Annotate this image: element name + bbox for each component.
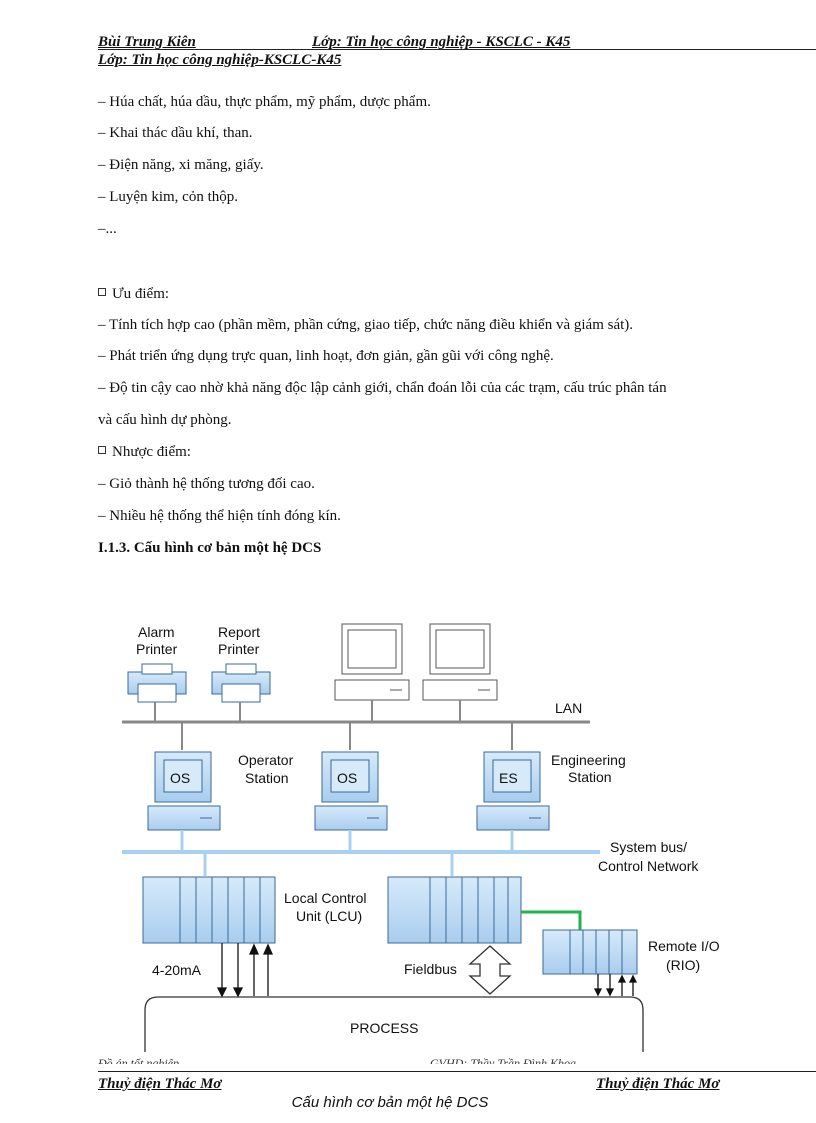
operator-station-1-icon bbox=[147, 751, 221, 831]
footer-left: Thuỷ điện Thác Mơ bbox=[98, 1076, 222, 1092]
lcu-label-1: Local Control bbox=[284, 890, 367, 906]
text-line-2: – Khai thác dầu khí, than. bbox=[98, 125, 253, 141]
footer-right: Thuỷ điện Thác Mơ bbox=[596, 1076, 720, 1092]
lcu-label-2: Unit (LCU) bbox=[296, 908, 362, 924]
square-bullet-icon bbox=[98, 288, 106, 296]
operator-label-1: Operator bbox=[238, 752, 294, 768]
operator-label-2: Station bbox=[245, 770, 289, 786]
dcs-diagram: LAN Alarm Printer Report Printer bbox=[122, 623, 720, 1052]
text-line-8: – Phát triển ứng dụng trực quan, linh ho… bbox=[98, 348, 554, 364]
alarm-label-2: Printer bbox=[136, 641, 178, 657]
process-label: PROCESS bbox=[350, 1020, 418, 1036]
engineering-label-1: Engineering bbox=[551, 752, 626, 768]
text-line-12: – Giỏ thành hệ thống tương đối cao. bbox=[98, 476, 315, 492]
io-arrows-lcu bbox=[216, 943, 274, 998]
header-rule bbox=[98, 49, 816, 50]
operator-station-2-icon bbox=[314, 751, 388, 831]
text-line-3: – Điện năng, xi măng, giấy. bbox=[98, 157, 264, 173]
io-arrows-rio bbox=[593, 974, 638, 997]
remote-label-2: (RIO) bbox=[666, 957, 700, 973]
remote-io-icon bbox=[542, 929, 638, 975]
report-label-1: Report bbox=[218, 624, 260, 640]
section-heading: I.1.3. Cấu hình cơ bản một hệ DCS bbox=[98, 540, 322, 556]
text-line-10: và cấu hình dự phòng. bbox=[98, 412, 232, 428]
controller-rack-icon bbox=[387, 876, 522, 944]
ma-label: 4-20mA bbox=[152, 962, 202, 978]
report-label-2: Printer bbox=[218, 641, 260, 657]
footer-rule bbox=[98, 1071, 816, 1072]
text-line-5: –... bbox=[98, 221, 117, 237]
fieldbus-label: Fieldbus bbox=[404, 961, 457, 977]
footer-partial-left: Đồ án tốt nghiệp bbox=[98, 1056, 179, 1064]
header-class-line2: Lớp: Tin học công nghiệp-KSCLC-K45 bbox=[98, 52, 342, 68]
engineering-station-icon bbox=[476, 751, 550, 831]
figure-caption: Cấu hình cơ bản một hệ DCS bbox=[291, 1094, 489, 1111]
report-printer-icon bbox=[211, 663, 271, 703]
text-line-13: – Nhiều hệ thống thể hiện tính đóng kín. bbox=[98, 508, 341, 524]
disadvantages-label: Nhược điểm: bbox=[112, 444, 191, 460]
text-line-9: – Độ tin cậy cao nhờ khả năng độc lập cả… bbox=[98, 380, 667, 396]
advantages-label: Ưu điểm: bbox=[112, 286, 170, 302]
header-author: Bùi Trung Kiên bbox=[98, 34, 196, 50]
text-line-1: – Húa chất, húa dầu, thực phẩm, mỹ phẩm,… bbox=[98, 94, 431, 110]
square-bullet-icon bbox=[98, 446, 106, 454]
lan-label: LAN bbox=[555, 700, 582, 716]
disadvantages-heading: Nhược điểm: bbox=[98, 444, 191, 461]
process-box bbox=[144, 996, 644, 1052]
computer-icon bbox=[334, 623, 410, 701]
footer-partial-right: GVHD: Thầy Trần Đình Khoa bbox=[430, 1056, 577, 1064]
es-label: ES bbox=[499, 770, 518, 786]
text-line-4: – Luyện kim, cỏn thộp. bbox=[98, 189, 238, 205]
fieldbus-arrow-icon bbox=[468, 945, 512, 995]
bus-label-1: System bus/ bbox=[610, 839, 687, 855]
alarm-label-1: Alarm bbox=[138, 624, 175, 640]
rio-link bbox=[521, 910, 582, 930]
bus-label-2: Control Network bbox=[598, 858, 699, 874]
lcu-rack-icon bbox=[142, 876, 276, 944]
advantages-heading: Ưu điểm: bbox=[98, 286, 169, 303]
text-line-7: – Tính tích hợp cao (phần mềm, phần cứng… bbox=[98, 317, 634, 333]
header-class: Lớp: Tin học công nghiệp - KSCLC - K45 bbox=[312, 34, 571, 50]
engineering-label-2: Station bbox=[568, 769, 612, 785]
alarm-printer-icon bbox=[127, 663, 187, 703]
os1-label: OS bbox=[170, 770, 190, 786]
computer-icon bbox=[422, 623, 498, 701]
remote-label-1: Remote I/O bbox=[648, 938, 720, 954]
os2-label: OS bbox=[337, 770, 357, 786]
